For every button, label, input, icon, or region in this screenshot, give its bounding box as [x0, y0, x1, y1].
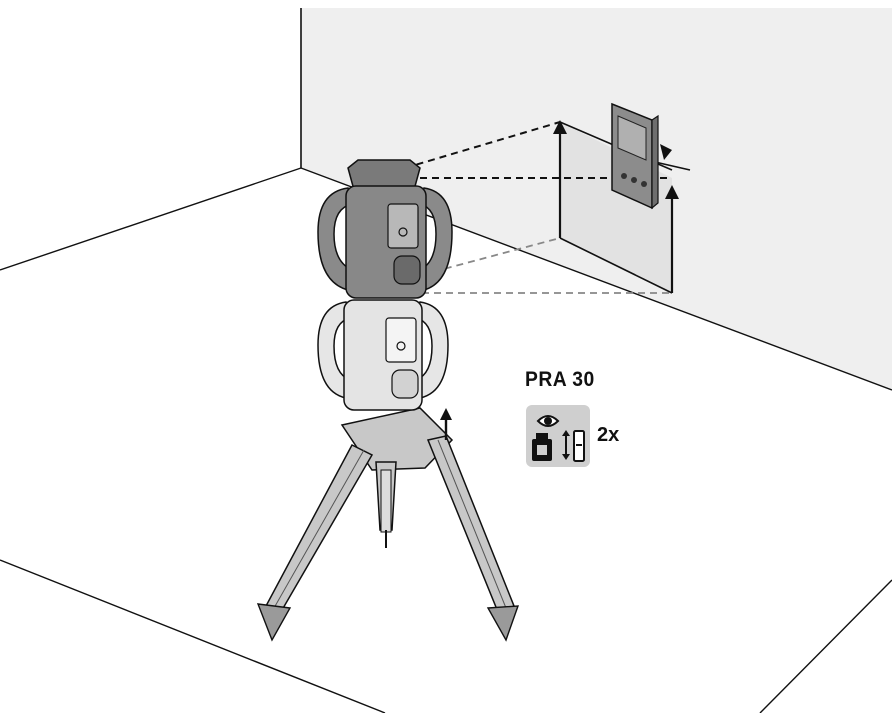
laser-tool-icon-window [537, 445, 547, 455]
tripod-center-column [380, 469, 392, 533]
tripod-foot-left [256, 603, 292, 642]
offset-marker-line [654, 161, 691, 171]
height-arrow-right-head [665, 185, 679, 199]
power-button [398, 227, 408, 237]
updown-arrow-icon-top [562, 430, 570, 436]
laser-panel [385, 317, 417, 363]
height-arrow-left-head [553, 120, 567, 134]
tripod-leg-right [426, 435, 515, 613]
tripod [256, 407, 520, 642]
raise-arrow-head [440, 408, 452, 420]
rotating-laser-upper [317, 159, 453, 299]
updown-arrow-icon-bottom [562, 454, 570, 460]
laser-dial [391, 369, 419, 399]
tripod-foot-right [486, 605, 520, 642]
floor-right-edge [759, 579, 892, 713]
raise-arrow [440, 408, 452, 440]
receiver-button [631, 177, 637, 183]
rotating-laser-lower [317, 299, 449, 411]
receiver-display [617, 115, 647, 161]
floor-left-edge [0, 167, 302, 271]
eye-pupil [544, 417, 552, 425]
floor-front-edge [0, 559, 386, 713]
receiver-side [651, 114, 659, 210]
receiver-button [641, 181, 647, 187]
model-label: PRA 30 [525, 368, 595, 391]
tripod-leg-left-inner [273, 449, 365, 609]
receiver-button [621, 173, 627, 179]
eye-check-laser-receiver-icon [526, 405, 590, 467]
laser-receiver [611, 102, 659, 210]
laser-dial [393, 255, 421, 285]
power-button [396, 341, 406, 351]
beam-upper-top [404, 121, 561, 169]
repeat-count-label: 2x [597, 424, 620, 446]
tripod-leg-left [264, 444, 374, 611]
laser-tool-icon-top [536, 433, 548, 439]
offset-marker-arrow [660, 144, 672, 160]
laser-panel [387, 203, 419, 249]
plane-bottom-edge [559, 237, 673, 294]
tripod-leg-right-inner [437, 439, 507, 609]
